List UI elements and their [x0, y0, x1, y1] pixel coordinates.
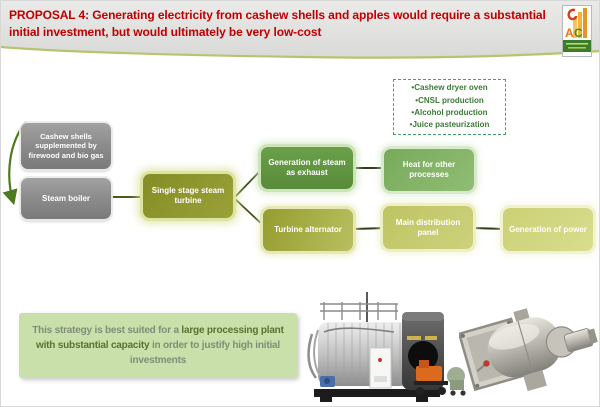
- node-label: Heat for other processes: [402, 160, 456, 179]
- node-turbine-alternator: Turbine alternator: [263, 209, 353, 251]
- bullet-icon: •: [411, 83, 415, 93]
- heat-uses-list: •Cashew dryer oven •CNSL production •Alc…: [393, 79, 506, 135]
- logo-letter-c: C: [574, 26, 583, 40]
- bullet-icon: •: [409, 120, 413, 130]
- list-item: •Juice pasteurization: [409, 120, 490, 130]
- cashew-swoosh-icon: [567, 8, 578, 21]
- bullet-icon: •: [415, 95, 419, 105]
- slide-title: PROPOSAL 4: Generating electricity from …: [9, 8, 546, 40]
- logo-letter-a: A: [565, 26, 574, 40]
- list-item: •CNSL production: [415, 95, 484, 105]
- node-label: Steam boiler: [41, 193, 90, 203]
- node-main-distribution-panel: Main distribution panel: [383, 206, 473, 249]
- node-heat-other-processes: Heat for other processes: [384, 149, 474, 191]
- node-label: Main distribution panel: [395, 217, 461, 237]
- header-band: [1, 1, 599, 59]
- list-item: •Alcohol production: [411, 108, 488, 117]
- node-cashew-shells: Cashew shells supplemented by firewood a…: [21, 123, 111, 169]
- node-label: Turbine alternator: [274, 225, 342, 234]
- node-steam-turbine: Single stage steam turbine: [143, 174, 233, 218]
- aci-logo: A C: [562, 5, 592, 57]
- node-label: Single stage steam turbine: [151, 186, 225, 205]
- strategy-note: This strategy is best suited for a large…: [19, 313, 297, 378]
- bullet-icon: •: [411, 108, 415, 117]
- note-text: This strategy is best suited for a large…: [32, 325, 284, 366]
- logo-bar: [573, 18, 577, 38]
- turbine-alternator-photo: [459, 308, 598, 392]
- line-dist-to-power: [472, 227, 506, 230]
- node-label: Cashew shells supplemented by firewood a…: [28, 131, 104, 160]
- steam-boiler-photo: [307, 292, 466, 402]
- node-generation-of-power: Generation of power: [503, 208, 593, 251]
- list-item: •Cashew dryer oven: [411, 83, 488, 93]
- node-label: Generation of power: [509, 224, 587, 234]
- logo-bar: [578, 12, 582, 38]
- node-steam-boiler: Steam boiler: [21, 178, 111, 219]
- node-label: Generation of steam as exhaust: [268, 158, 346, 177]
- line-alt-to-dist: [352, 227, 385, 230]
- logo-bar: [583, 8, 587, 38]
- node-steam-exhaust: Generation of steam as exhaust: [261, 147, 353, 189]
